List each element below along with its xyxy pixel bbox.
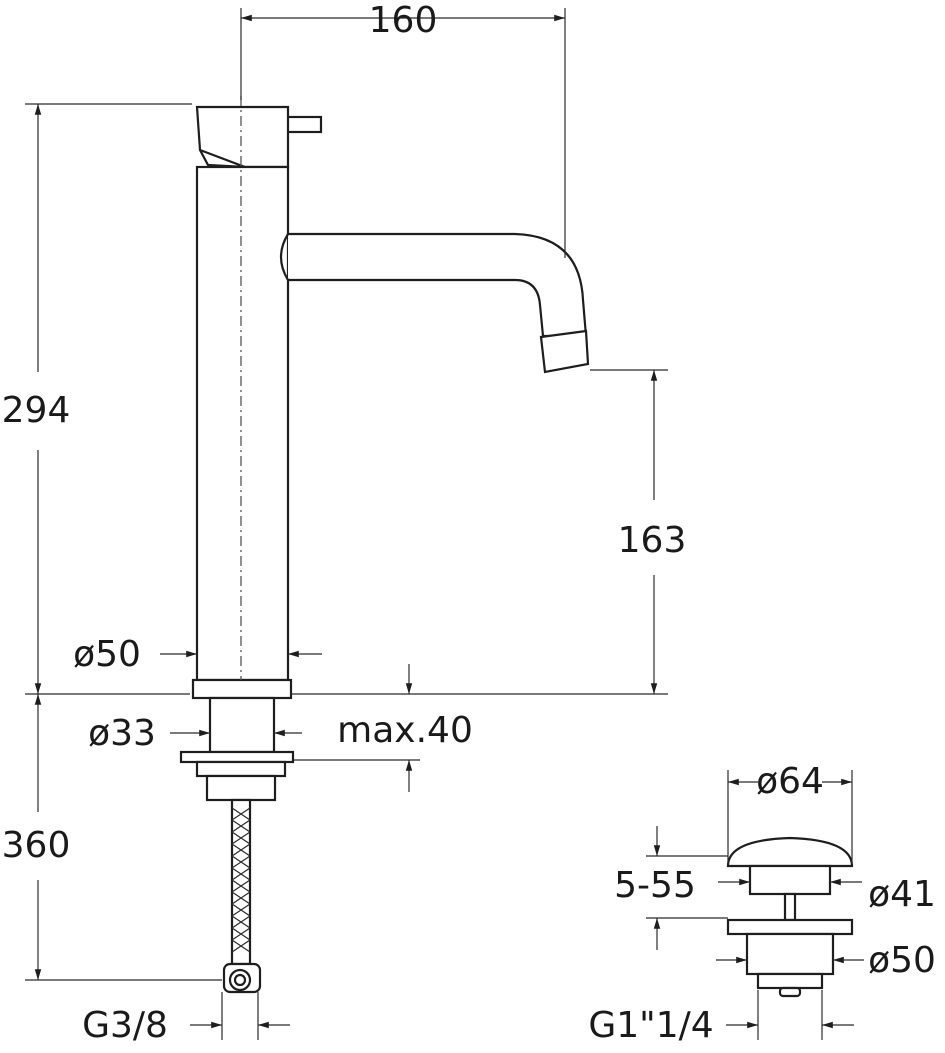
waste-drawing: [726, 836, 854, 998]
faucet-lever: [285, 115, 323, 134]
faucet-base-ring: [191, 678, 293, 700]
dim-diam-waste-cap: ø64: [756, 761, 824, 802]
waste-dimensions: ø64 5-55 ø41 ø50 G1"1/4: [588, 761, 936, 1046]
waste-cap: [726, 836, 854, 868]
faucet-spout: [288, 232, 588, 338]
dim-height-total: 294: [2, 390, 71, 431]
faucet-shank: [208, 696, 276, 754]
faucet-drawing: [179, 96, 590, 994]
fixing-washer: [179, 750, 295, 764]
dim-length-below: 360: [2, 825, 71, 866]
dim-height-spout: 163: [618, 520, 687, 561]
waste-body: [745, 932, 835, 976]
dim-thread-supply: G3/8: [82, 1005, 168, 1046]
dim-diam-body: ø50: [73, 634, 141, 675]
waste-plug: [748, 864, 832, 896]
waste-flange: [726, 918, 854, 936]
fixing-sleeve: [205, 774, 277, 802]
dim-diam-waste-mid: ø41: [868, 874, 936, 915]
dim-diam-shank: ø33: [88, 713, 156, 754]
dim-thread-waste: G1"1/4: [588, 1005, 713, 1046]
fixing-nut: [195, 760, 287, 778]
dim-diam-waste-flange: ø50: [868, 940, 936, 981]
faucet-body: [195, 165, 290, 682]
faucet-dimensions: 160 294 163 ø50 ø33 max.40 360: [2, 0, 687, 1046]
dim-waste-range: 5-55: [614, 865, 696, 906]
waste-stem: [783, 892, 797, 922]
waste-thread: [756, 972, 824, 990]
dim-max-thickness: max.40: [337, 710, 473, 751]
faucet-head: [195, 105, 290, 169]
faucet-aerator: [539, 329, 590, 374]
dim-width-top: 160: [369, 0, 438, 41]
